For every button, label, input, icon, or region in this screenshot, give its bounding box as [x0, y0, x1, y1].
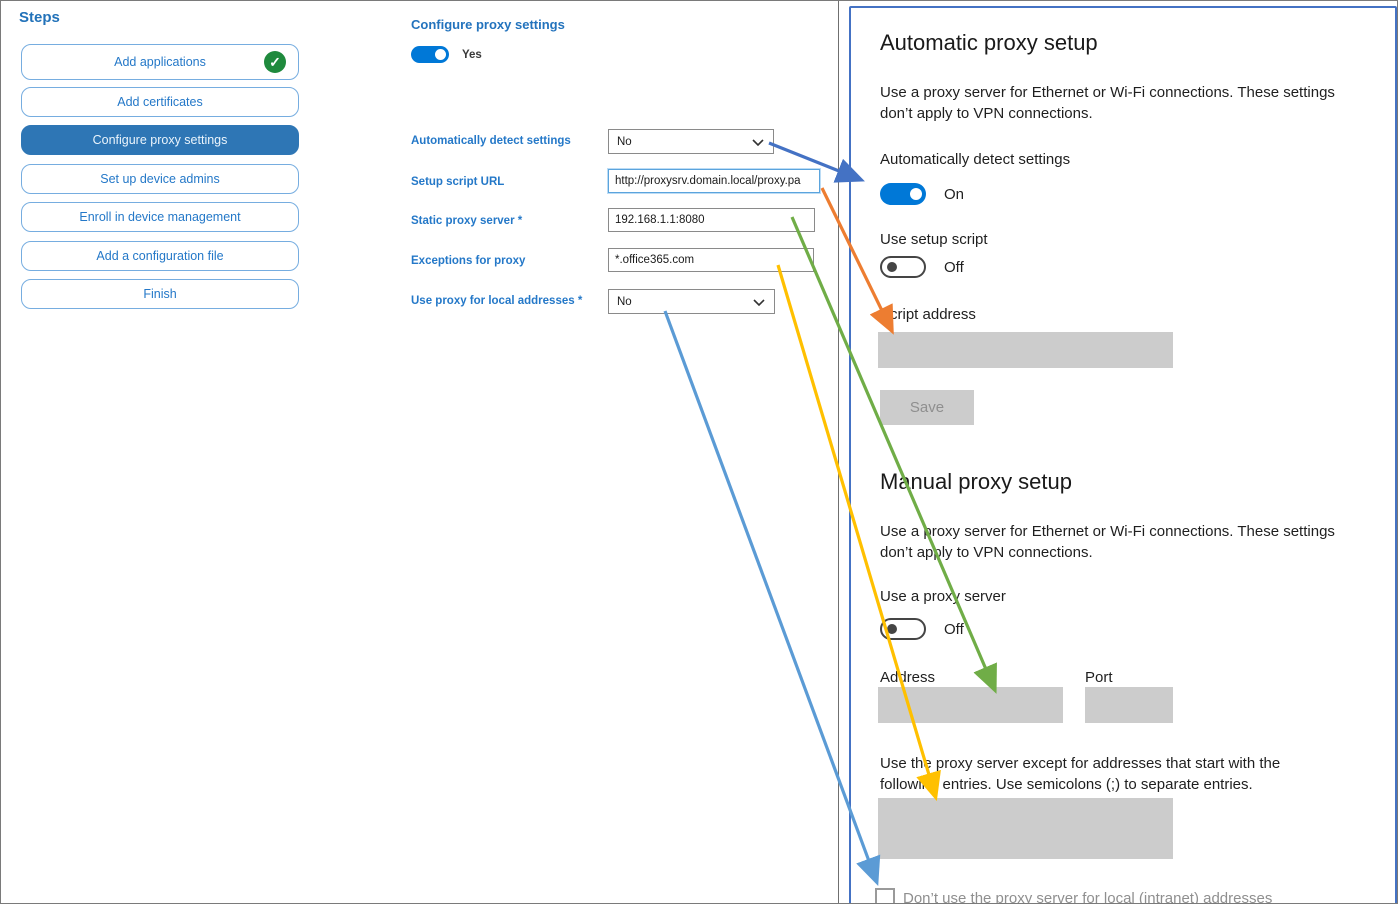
pane-divider [838, 1, 839, 903]
chevron-down-icon [753, 299, 765, 306]
proxy-exceptions-label: Exceptions for proxy [411, 255, 526, 267]
step-label: Finish [143, 287, 177, 301]
sidebar-item-finish[interactable]: Finish [21, 279, 299, 309]
proxy-port-input[interactable] [1085, 687, 1173, 723]
sidebar-item-add-certificates[interactable]: Add certificates [21, 87, 299, 117]
auto-detect-settings-state: On [944, 186, 965, 203]
use-proxy-server-state: Off [944, 621, 964, 638]
automatic-proxy-heading: Automatic proxy setup [880, 30, 1098, 55]
sidebar-item-configure-proxy-settings[interactable]: Configure proxy settings [21, 125, 299, 155]
auto-detect-settings-label: Automatically detect settings [880, 151, 1071, 168]
step-complete-check-icon: ✓ [264, 51, 286, 73]
local-intranet-checkbox[interactable] [875, 888, 895, 903]
script-address-input[interactable] [878, 332, 1173, 368]
steps-heading: Steps [19, 9, 60, 26]
page-title: Configure proxy settings [411, 17, 565, 32]
sidebar-item-set-up-device-admins[interactable]: Set up device admins [21, 164, 299, 194]
use-setup-script-label: Use setup script [880, 231, 988, 248]
sidebar-item-enroll-in-device-management[interactable]: Enroll in device management [21, 202, 299, 232]
automatic-proxy-description: Use a proxy server for Ethernet or Wi-Fi… [880, 84, 1335, 122]
sidebar-item-add-applications[interactable]: Add applications ✓ [21, 44, 299, 80]
toggle-knob [435, 49, 446, 60]
manual-proxy-heading: Manual proxy setup [880, 469, 1072, 494]
proxy-address-input[interactable] [878, 687, 1063, 723]
configure-proxy-toggle-state: Yes [462, 49, 482, 61]
proxy-exceptions-input[interactable] [608, 248, 814, 272]
step-label: Enroll in device management [79, 210, 241, 224]
arrow-local-addresses [663, 310, 881, 887]
port-label: Port [1085, 669, 1113, 686]
proxy-exceptions-textarea[interactable] [878, 798, 1173, 859]
address-label: Address [880, 669, 936, 686]
auto-detect-select[interactable]: No [608, 129, 774, 154]
manual-proxy-description: Use a proxy server for Ethernet or Wi-Fi… [880, 523, 1335, 561]
save-button[interactable]: Save [880, 390, 974, 425]
use-setup-script-state: Off [944, 259, 964, 276]
step-label: Configure proxy settings [92, 133, 228, 147]
toggle-knob [910, 188, 922, 200]
auto-detect-value: No [617, 135, 632, 148]
configure-proxy-toggle[interactable] [411, 46, 449, 63]
use-proxy-server-label: Use a proxy server [880, 588, 1006, 605]
chevron-down-icon [752, 139, 764, 146]
static-proxy-label: Static proxy server * [411, 215, 523, 227]
static-proxy-input[interactable] [608, 208, 815, 232]
local-addresses-value: No [617, 295, 632, 308]
use-setup-script-toggle[interactable] [880, 256, 926, 278]
toggle-knob [887, 624, 897, 634]
auto-detect-settings-toggle[interactable] [880, 183, 926, 205]
script-address-label: Script address [880, 306, 976, 323]
local-intranet-checkbox-label: Don’t use the proxy server for local (in… [903, 890, 1273, 904]
use-proxy-server-toggle[interactable] [880, 618, 926, 640]
local-addresses-select[interactable]: No [608, 289, 775, 314]
sidebar-item-add-configuration-file[interactable]: Add a configuration file [21, 241, 299, 271]
step-label: Add a configuration file [96, 249, 224, 263]
toggle-knob [887, 262, 897, 272]
step-label: Add certificates [117, 95, 203, 109]
step-label: Add applications [114, 55, 206, 69]
step-label: Set up device admins [100, 172, 220, 186]
proxy-exceptions-description: Use the proxy server except for addresse… [880, 755, 1281, 793]
setup-script-url-label: Setup script URL [411, 176, 505, 188]
auto-detect-label: Automatically detect settings [411, 135, 571, 147]
setup-script-url-input[interactable] [608, 169, 820, 193]
local-addresses-label: Use proxy for local addresses * [411, 295, 583, 307]
windows-proxy-settings-panel: Automatic proxy setup Use a proxy server… [849, 6, 1397, 904]
